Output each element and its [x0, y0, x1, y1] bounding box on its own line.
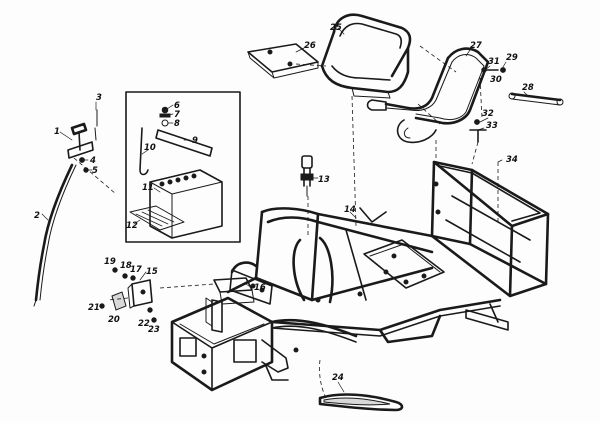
callout-labels: 1 2 3 4 5 6 7 8 9 10 11 12 13 14 15 16 1… [34, 23, 534, 383]
seat-base-plate [247, 43, 319, 79]
callout-34: 34 [506, 155, 518, 165]
leader-lines [41, 27, 529, 393]
callout-14: 14 [344, 205, 356, 215]
callout-26: 26 [304, 41, 316, 51]
callout-24: 24 [332, 373, 344, 383]
bottom-cover [318, 359, 404, 412]
throttle-cable [33, 163, 77, 307]
callout-2: 2 [34, 211, 40, 221]
callout-19: 19 [104, 257, 116, 267]
callout-27: 27 [470, 41, 482, 51]
callout-1: 1 [54, 127, 60, 137]
ignition-switch [300, 155, 314, 197]
callout-15: 15 [146, 267, 158, 277]
mounting-bracket-15 [127, 279, 153, 309]
cross-bar [508, 92, 564, 106]
assembly-guide-lines [73, 45, 499, 301]
clip-20 [111, 291, 127, 311]
roll-bar [366, 47, 490, 144]
battery-inset-box [125, 91, 241, 243]
steering-bar [270, 318, 358, 353]
callout-4: 4 [89, 156, 96, 166]
front-bumper-box [170, 296, 289, 392]
callout-28: 28 [522, 83, 534, 93]
callout-3: 3 [96, 93, 102, 103]
bracket-16 [213, 277, 255, 305]
callout-23: 23 [148, 325, 160, 335]
callout-10: 10 [144, 143, 156, 153]
callout-25: 25 [330, 23, 342, 33]
callout-11: 11 [142, 183, 154, 193]
callout-32: 32 [482, 109, 494, 119]
callout-18: 18 [120, 261, 132, 271]
callout-20: 20 [108, 315, 120, 325]
main-frame [226, 160, 550, 344]
seat [320, 13, 412, 99]
callout-31: 31 [488, 57, 500, 67]
callout-22: 22 [138, 319, 150, 329]
callout-5: 5 [92, 166, 98, 176]
callout-17: 17 [130, 265, 142, 275]
callout-21: 21 [88, 303, 100, 313]
small-fasteners [99, 267, 157, 323]
callout-7: 7 [174, 110, 180, 120]
callout-16: 16 [254, 283, 266, 293]
callout-30: 30 [490, 75, 502, 85]
callout-29: 29 [506, 53, 518, 63]
callout-33: 33 [486, 121, 498, 131]
callout-6: 6 [174, 101, 180, 111]
callout-9: 9 [192, 136, 198, 146]
callout-12: 12 [126, 221, 138, 231]
callout-8: 8 [174, 119, 180, 129]
callout-13: 13 [318, 175, 330, 185]
